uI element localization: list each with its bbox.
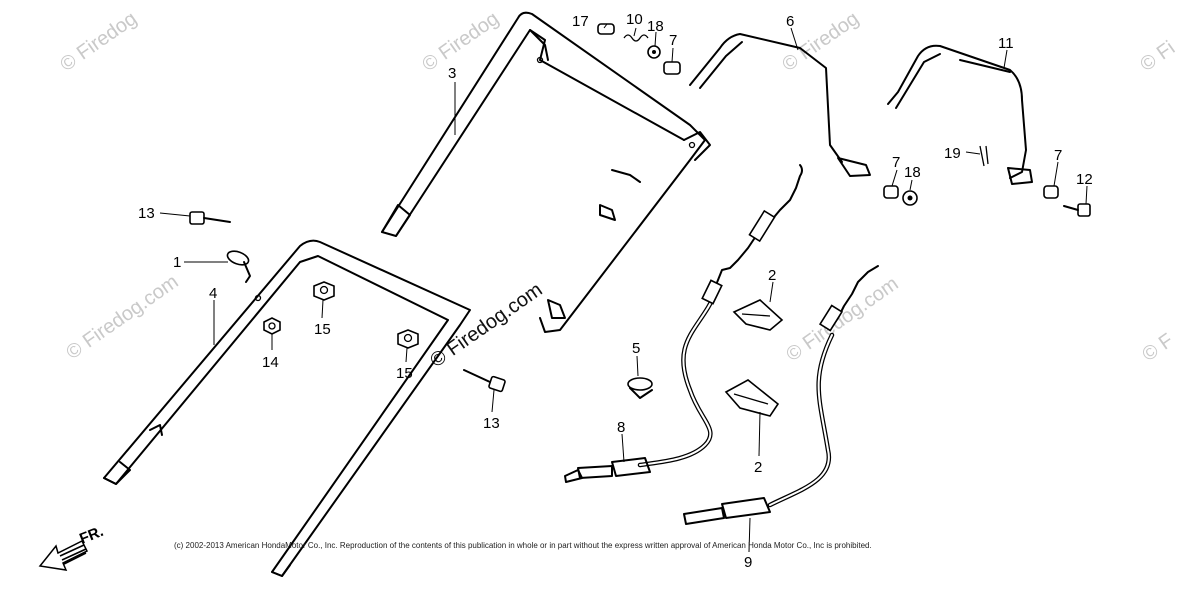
part-2-clamp-lower: [724, 379, 780, 417]
part-7-pin-right: [1043, 185, 1059, 199]
part-13-bolt-upper: [189, 211, 231, 225]
label-14: 14: [262, 354, 279, 371]
label-18-top: 18: [647, 18, 664, 35]
watermark-layer: © Firedog © Firedog © Firedog © Fi © Fir…: [56, 8, 1179, 373]
label-12: 12: [1076, 171, 1093, 188]
label-10: 10: [626, 11, 643, 28]
label-1: 1: [173, 254, 181, 271]
label-17: 17: [572, 13, 589, 30]
watermark: © F: [1138, 329, 1177, 366]
label-4: 4: [209, 285, 217, 302]
label-5: 5: [632, 340, 640, 357]
label-15-right: 15: [396, 365, 413, 382]
label-2-top: 2: [768, 267, 776, 284]
front-arrow-icon: [38, 539, 89, 571]
part-2-clamp-upper: [732, 299, 784, 331]
part-12-bolt: [1063, 203, 1091, 217]
part-18-washer-top: [647, 45, 661, 59]
watermark: © Fi: [1136, 37, 1179, 76]
label-13-bottom: 13: [483, 415, 500, 432]
watermark: © Firedog.com: [782, 273, 902, 366]
watermark: © Firedog.com: [62, 271, 182, 364]
part-3-upper-handle: [381, 11, 711, 333]
part-19-cotter-pin: [979, 145, 989, 167]
label-3: 3: [448, 65, 456, 82]
part-13-bolt-lower: [463, 369, 506, 393]
watermark: © Firedog: [418, 8, 503, 77]
part-14-nut: [263, 317, 281, 335]
label-19: 19: [944, 145, 961, 162]
part-1-cable-guide: [226, 250, 251, 283]
part-4-lower-handle: [103, 239, 471, 577]
part-5-clip: [627, 377, 653, 399]
front-direction-marker: FR.: [38, 523, 106, 571]
part-15-nut-right: [397, 329, 419, 349]
label-7-right: 7: [1054, 147, 1062, 164]
label-18-mid: 18: [904, 164, 921, 181]
leader-lines: [159, 23, 1088, 553]
part-18-washer-mid: [902, 190, 918, 206]
part-10-spring: [623, 34, 649, 42]
front-label: FR.: [77, 523, 106, 548]
part-labels: 17 10 18 7 6 11 3 19 7 18 7 12 13 1 4 15…: [138, 11, 1093, 571]
label-6: 6: [786, 13, 794, 30]
label-13-top: 13: [138, 205, 155, 222]
label-7-mid: 7: [892, 154, 900, 171]
part-8-cable: [564, 164, 803, 483]
label-9: 9: [744, 554, 752, 571]
part-7-pin-mid: [883, 185, 899, 199]
part-15-nut-left: [313, 281, 335, 301]
part-9-cable: [683, 265, 879, 525]
part-11-control-lever: [887, 44, 1033, 185]
watermark: © Firedog: [56, 8, 141, 77]
label-11: 11: [998, 35, 1014, 52]
part-6-control-rod: [689, 33, 871, 177]
label-8: 8: [617, 419, 625, 436]
label-7-top: 7: [669, 32, 677, 49]
label-15-left: 15: [314, 321, 331, 338]
part-17-collar: [597, 23, 615, 35]
copyright-notice: (c) 2002-2013 American HondaMotor Co., I…: [174, 541, 872, 550]
label-2-bottom: 2: [754, 459, 762, 476]
part-7-pin-top: [663, 61, 681, 75]
